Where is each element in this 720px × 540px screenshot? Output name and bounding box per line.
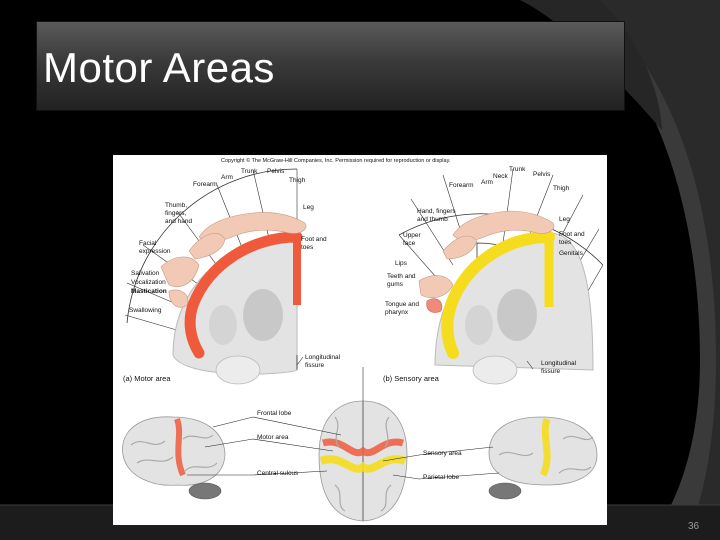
brain-figure: Copyright © The McGraw-Hill Companies, I… — [113, 155, 607, 525]
sensory-label-thigh: Thigh — [553, 185, 570, 192]
motor-label-foot-2: toes — [301, 244, 314, 251]
motor-label-facial-2: expression — [139, 248, 171, 255]
left-brain-motor-strip — [174, 417, 186, 477]
motor-label-leg: Leg — [303, 204, 314, 211]
label-central-sulcus: Central sulcus — [257, 470, 299, 477]
label-motor-area: Motor area — [257, 434, 289, 441]
motor-label-salivation: Salivation — [131, 270, 160, 277]
label-parietal-lobe: Parietal lobe — [423, 474, 460, 481]
sensory-label-tongue-2: pharynx — [385, 309, 409, 316]
top-view-brain — [318, 400, 408, 522]
sensory-label-pelvis: Pelvis — [533, 171, 551, 178]
sensory-label-teeth-1: Teeth and — [387, 273, 416, 280]
motor-caption: (a) Motor area — [123, 374, 171, 383]
right-brain-sensory-strip — [539, 417, 551, 477]
sensory-cortex-strip — [441, 231, 555, 359]
motor-label-fissure-1: Longitudinal — [305, 354, 341, 361]
motor-label-thigh: Thigh — [289, 177, 306, 184]
sensory-label-teeth-2: gums — [387, 281, 404, 288]
motor-cortex-strip — [184, 231, 303, 359]
sensory-label-arm: Arm — [481, 179, 493, 186]
motor-label-thumb-1: Thumb, — [165, 202, 187, 209]
sensory-label-hand-2: and thumb — [417, 216, 448, 223]
sensory-homunculus-figure — [452, 210, 555, 242]
motor-label-facial-1: Facial — [139, 240, 157, 247]
motor-label-thumb-2: fingers, — [165, 210, 187, 217]
motor-label-forearm: Forearm — [193, 181, 218, 188]
sensory-label-lips: Lips — [395, 260, 408, 267]
sensory-label-hand-1: Hand, fingers — [417, 208, 456, 215]
sensory-label-trunk: Trunk — [509, 166, 526, 173]
motor-homunculus-figure — [198, 212, 307, 242]
sensory-label-upper-2: face — [403, 240, 416, 247]
motor-label-fissure-2: fissure — [305, 362, 325, 369]
motor-label-foot-1: Foot and — [301, 236, 327, 243]
sensory-inner-structure — [497, 289, 537, 341]
sensory-label-leg: Leg — [559, 216, 570, 223]
sensory-label-tongue-1: Tongue and — [385, 301, 419, 308]
copyright-text: Copyright © The McGraw-Hill Companies, I… — [221, 157, 451, 164]
sensory-label-genitals: Genitals — [559, 250, 584, 257]
sensory-label-neck: Neck — [493, 173, 509, 180]
motor-label-swallowing: Swallowing — [129, 307, 162, 314]
title-bar: Motor Areas — [36, 21, 625, 111]
top-brain-motor-strip — [321, 438, 405, 457]
sensory-homunculus-diagram — [398, 168, 604, 385]
motor-label-trunk: Trunk — [241, 168, 258, 175]
sensory-label-upper-1: Upper — [403, 232, 422, 239]
motor-label-arm: Arm — [221, 174, 233, 181]
sensory-label-foot-2: toes — [559, 239, 572, 246]
label-sensory-area: Sensory area — [423, 450, 462, 457]
sensory-label-forearm: Forearm — [449, 182, 474, 189]
sensory-label-foot-1: Foot and — [559, 231, 585, 238]
figure-svg: Copyright © The McGraw-Hill Companies, I… — [122, 157, 604, 522]
label-frontal-lobe: Frontal lobe — [257, 410, 292, 417]
slide-title: Motor Areas — [43, 44, 275, 91]
motor-label-pelvis: Pelvis — [267, 168, 285, 175]
top-brain-sensory-strip — [319, 455, 407, 473]
motor-inner-structure — [243, 289, 283, 341]
sensory-label-fissure-2: fissure — [541, 368, 561, 375]
page-number: 36 — [688, 521, 700, 532]
sensory-label-fissure-1: Longitudinal — [541, 360, 577, 367]
sensory-caption: (b) Sensory area — [383, 374, 440, 383]
left-lateral-brain — [122, 416, 226, 500]
motor-label-mastication: Mastication — [131, 288, 167, 295]
right-lateral-brain — [488, 416, 598, 500]
motor-homunculus-diagram — [124, 168, 307, 385]
motor-label-thumb-3: and hand — [165, 218, 192, 225]
motor-label-vocalization: Vocalization — [131, 279, 166, 286]
